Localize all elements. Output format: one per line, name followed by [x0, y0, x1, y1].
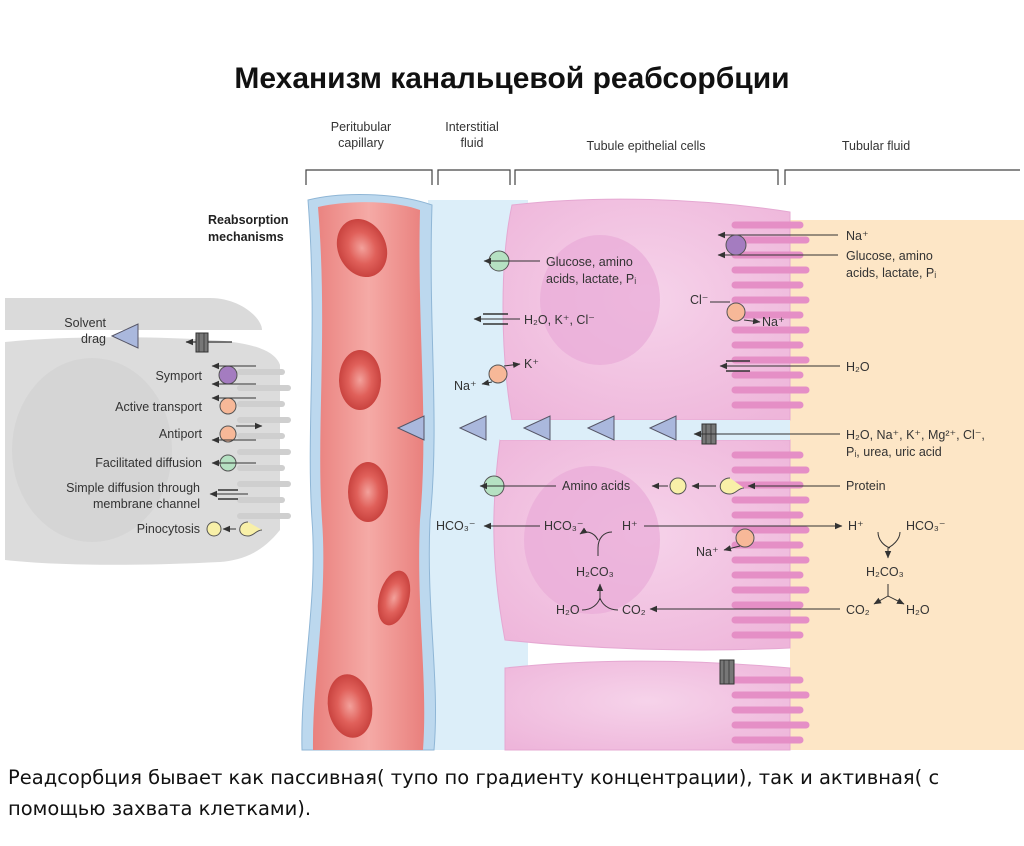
active-transport-pump-icon [220, 398, 236, 414]
legend-symport: Symport [155, 369, 202, 383]
label-protein: Protein [846, 479, 886, 493]
label-h2co3-lumen: H₂CO₃ [866, 565, 904, 579]
label-co2-in: CO₂ [622, 603, 646, 617]
label-h2o-right: H₂O [846, 360, 870, 374]
legend-simple-diffusion-2: membrane channel [93, 497, 200, 511]
label-k-plus: K⁺ [524, 357, 539, 371]
legend-facilitated-diffusion: Facilitated diffusion [95, 456, 202, 470]
label-co2-lumen: CO₂ [846, 603, 870, 617]
active-transport-pump-icon [489, 365, 507, 383]
legend-simple-diffusion-1: Simple diffusion through [66, 481, 200, 495]
label-h2o-lumen: H₂O [906, 603, 930, 617]
caption-text: Реадсорбция бывает как пассивная( тупо п… [8, 762, 1018, 824]
legend-antiport: Antiport [159, 427, 203, 441]
symport-carrier-icon [726, 235, 746, 255]
label-hco3-in: HCO₃⁻ [544, 519, 583, 533]
label-h-plus-in: H⁺ [622, 519, 638, 533]
pinocytosis-vesicle-icon [207, 522, 221, 536]
label-glucose-left-2: acids, lactate, Pᵢ [546, 272, 636, 286]
header-interstitial-2: fluid [461, 136, 484, 150]
header-capillary-1: Peritubular [331, 120, 391, 134]
red-blood-cell [339, 350, 381, 410]
header-tubular: Tubular fluid [842, 139, 910, 153]
label-glucose-right-2: acids, lactate, Pᵢ [846, 266, 936, 280]
red-blood-cell [348, 462, 388, 522]
label-hco3-lumen: HCO₃⁻ [906, 519, 945, 533]
header-interstitial-1: Interstitial [445, 120, 499, 134]
label-paracellular-2: Pᵢ, urea, uric acid [846, 445, 942, 459]
tubular-fluid-area [790, 220, 1024, 750]
tight-junction-icon [196, 333, 208, 352]
tight-junction-icon [720, 660, 734, 684]
legend-solvent-drag-2: drag [81, 332, 106, 346]
label-glucose-left-1: Glucose, amino [546, 255, 633, 269]
label-cl-minus: Cl⁻ [690, 293, 708, 307]
legend-active-transport: Active transport [115, 400, 202, 414]
label-h2o-in: H₂O [556, 603, 580, 617]
legend-solvent-drag-1: Solvent [64, 316, 106, 330]
antiport-carrier-icon [727, 303, 745, 321]
legend-title-2: mechanisms [208, 230, 284, 244]
label-hco3-out: HCO₃⁻ [436, 519, 475, 533]
antiport-carrier-icon [736, 529, 754, 547]
legend-pinocytosis: Pinocytosis [137, 522, 200, 536]
label-amino-acids: Amino acids [562, 479, 630, 493]
symport-carrier-icon [219, 366, 237, 384]
label-na-plus-left: Na⁺ [454, 379, 477, 393]
label-h2co3-in: H₂CO₃ [576, 565, 614, 579]
header-brackets [306, 170, 1020, 185]
header-epithelial: Tubule epithelial cells [586, 139, 705, 153]
peritubular-capillary [302, 195, 436, 750]
label-glucose-right-1: Glucose, amino [846, 249, 933, 263]
pinocytosis-vesicle-icon [670, 478, 686, 494]
label-na-plus-3: Na⁺ [696, 545, 719, 559]
label-h2o-k-cl: H₂O, K⁺, Cl⁻ [524, 313, 595, 327]
label-h-plus-lumen: H⁺ [848, 519, 864, 533]
legend-title-1: Reabsorption [208, 213, 289, 227]
label-paracellular-1: H₂O, Na⁺, K⁺, Mg²⁺, Cl⁻, [846, 428, 985, 442]
reabsorption-diagram: Peritubular capillary Interstitial fluid… [0, 0, 1024, 760]
header-capillary-2: capillary [338, 136, 385, 150]
label-na-plus-2: Na⁺ [762, 315, 785, 329]
label-na-plus: Na⁺ [846, 229, 869, 243]
